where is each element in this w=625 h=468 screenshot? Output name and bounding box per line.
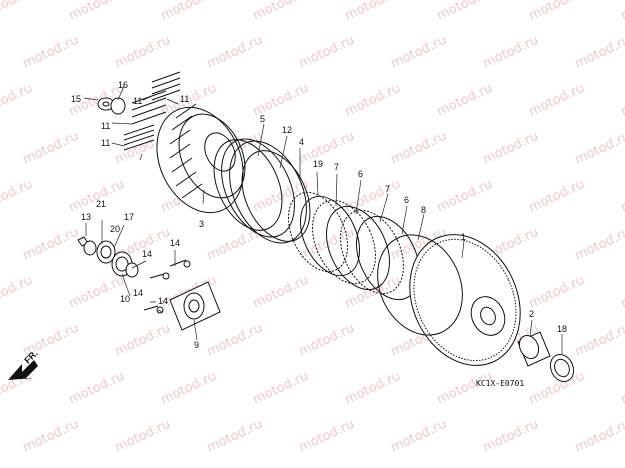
watermark-text: motod.ru — [21, 33, 81, 72]
watermark-text: motod.ru — [389, 33, 449, 72]
watermark-text: motod.ru — [527, 273, 587, 312]
watermark-text: motod.ru — [297, 33, 357, 72]
watermark-text: motod.ru — [481, 33, 541, 72]
watermark-text: motod.ru — [205, 417, 265, 456]
callout-14d: 14 — [158, 296, 168, 306]
watermark-text: motod.ru — [343, 369, 403, 408]
watermark-text: motod.ru — [619, 273, 625, 312]
watermark-text: motod.ru — [343, 177, 403, 216]
watermark-text: motod.ru — [67, 177, 127, 216]
callout-8: 8 — [421, 205, 426, 215]
watermark-text: motod.ru — [251, 273, 311, 312]
watermark-text: motod.ru — [435, 177, 495, 216]
watermark-text: motod.ru — [0, 273, 35, 312]
watermark-text: motod.ru — [297, 321, 357, 360]
callout-14c: 14 — [133, 288, 143, 298]
callout-14b: 14 — [170, 238, 180, 248]
callout-9: 9 — [194, 340, 199, 350]
watermark-text: motod.ru — [481, 129, 541, 168]
watermark-text: motod.ru — [205, 225, 265, 264]
callout-13: 13 — [81, 212, 91, 222]
watermark-text: motod.ru — [389, 417, 449, 456]
clutch-center-part — [156, 103, 246, 214]
watermark-text: motod.ru — [389, 129, 449, 168]
watermark-text: motod.ru — [527, 177, 587, 216]
diagram-code: KC1X-E0701 — [476, 379, 524, 388]
watermark-text: motod.ru — [297, 129, 357, 168]
callout-3: 3 — [199, 219, 204, 229]
callout-10: 10 — [120, 294, 130, 304]
callout-1: 1 — [461, 232, 466, 242]
callout-21: 21 — [96, 199, 106, 209]
callout-17: 17 — [124, 212, 134, 222]
fr-arrow-icon — [8, 360, 38, 380]
watermark-text: motod.ru — [21, 129, 81, 168]
watermark-text: motod.ru — [159, 369, 219, 408]
watermark-text: motod.ru — [343, 81, 403, 120]
watermark-text: motod.ru — [0, 81, 35, 120]
clutch-outer-housing — [377, 234, 521, 366]
clutch-discs-stack — [287, 191, 420, 301]
callout-20: 20 — [110, 224, 120, 234]
watermark-text: motod.ru — [113, 417, 173, 456]
callout-2: 2 — [529, 309, 534, 319]
callout-5: 5 — [260, 114, 265, 124]
watermark-text: motod.ru — [435, 0, 495, 24]
callout-labels: 15 16 11 11 11 11 3 5 12 4 19 7 6 7 6 8 … — [71, 80, 567, 350]
callout-11d: 11 — [101, 138, 110, 148]
callout-11a: 11 — [133, 96, 142, 106]
callout-15: 15 — [71, 94, 81, 104]
lifter-holder-plate — [143, 259, 221, 331]
watermark-text: motod.ru — [0, 0, 35, 24]
watermark-text: motod.ru — [619, 369, 625, 408]
watermark-text: motod.ru — [205, 321, 265, 360]
watermark-text: motod.ru — [67, 369, 127, 408]
watermark-text: motod.ru — [527, 0, 587, 24]
watermark-text: motod.ru — [113, 321, 173, 360]
callout-6a: 6 — [358, 169, 363, 179]
watermark-text: motod.ru — [619, 177, 625, 216]
callout-14a: 14 — [142, 249, 152, 259]
lifter-plate-rings — [213, 138, 311, 244]
callout-4: 4 — [299, 137, 304, 147]
watermark-text: motod.ru — [343, 273, 403, 312]
callout-11b: 11 — [180, 94, 189, 104]
watermark-text: motod.ru — [573, 225, 625, 264]
watermark-text: motod.ru — [0, 177, 35, 216]
clutch-springs — [97, 71, 181, 151]
watermark-text: motod.ru — [251, 369, 311, 408]
watermark-text: motod.ru — [619, 81, 625, 120]
watermark-text: motod.ru — [527, 81, 587, 120]
watermark-text: motod.ru — [21, 225, 81, 264]
callout-19: 19 — [313, 159, 323, 169]
callout-18: 18 — [557, 324, 567, 334]
callout-7a: 7 — [334, 162, 339, 172]
callout-7b: 7 — [385, 184, 390, 194]
watermark-text: motod.ru — [67, 273, 127, 312]
callout-11c: 11 — [101, 121, 110, 131]
watermark-text: motod.ru — [67, 0, 127, 24]
watermark-text: motod.ru — [297, 417, 357, 456]
callout-6b: 6 — [404, 195, 409, 205]
watermark-text: motod.ru — [113, 33, 173, 72]
watermark-text: motod.ru — [573, 129, 625, 168]
callout-16: 16 — [118, 80, 128, 90]
watermark-text: motod.ru — [343, 0, 403, 24]
watermark-text: motod.ru — [619, 0, 625, 24]
callout-12: 12 — [282, 125, 292, 135]
watermark-text: motod.ru — [21, 417, 81, 456]
watermark-text: motod.ru — [573, 321, 625, 360]
watermark-text: motod.ru — [573, 417, 625, 456]
leader-lines — [83, 85, 563, 354]
collar-and-washer — [517, 331, 575, 383]
watermark-text: motod.ru — [573, 33, 625, 72]
watermark-text: motod.ru — [205, 33, 265, 72]
watermark-text: motod.ru — [251, 0, 311, 24]
small-fasteners — [77, 236, 139, 278]
watermark-text: motod.ru — [159, 0, 219, 24]
watermark-text: motod.ru — [435, 369, 495, 408]
watermark-text: motod.ru — [435, 81, 495, 120]
watermark-text: motod.ru — [481, 417, 541, 456]
